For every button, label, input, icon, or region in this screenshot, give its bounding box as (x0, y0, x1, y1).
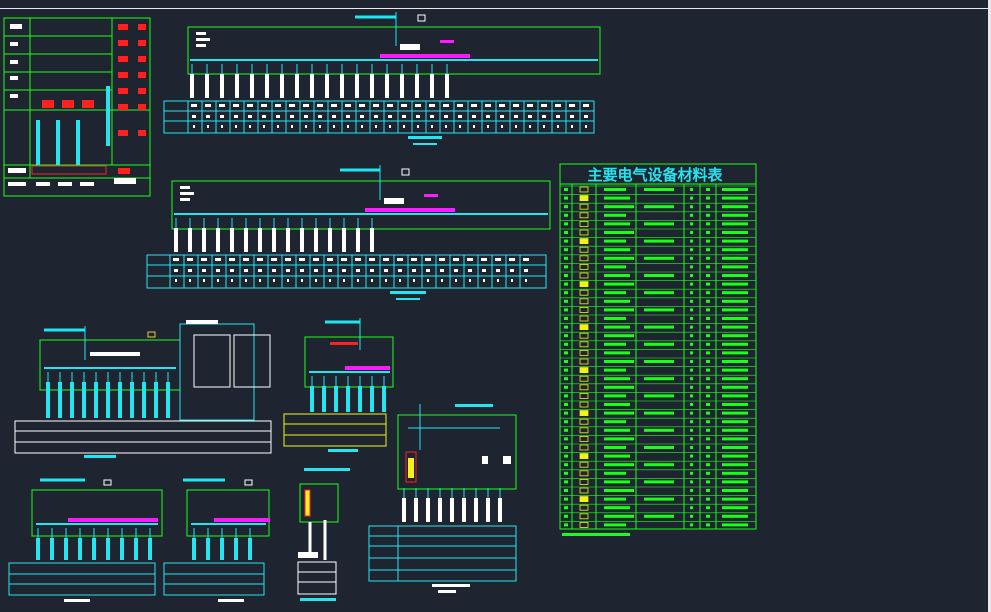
distribution-board-1 (187, 12, 601, 75)
mid-small-feeders (310, 376, 386, 412)
materials-table: 主要电气设备材料表 (559, 163, 757, 536)
viewport-right-border (988, 0, 991, 612)
main-incoming-panel (368, 404, 517, 593)
board-2-feeders (174, 218, 374, 252)
bottom-left-board-b (163, 478, 270, 602)
bottom-feeders (36, 528, 252, 560)
board-1-feeders (190, 64, 449, 98)
top-left-panel-fills (8, 24, 136, 186)
board-1-caption (408, 136, 442, 145)
board-1-schedule-table (163, 100, 595, 134)
mid-small-board (283, 318, 394, 452)
bottom-left-board-a (8, 478, 163, 602)
board-1-table-columns (187, 101, 589, 133)
meter-box (297, 468, 350, 601)
materials-table-rows (560, 185, 756, 528)
board-2-schedule-table (146, 254, 547, 289)
distribution-board-2 (171, 165, 551, 230)
top-left-breaker-column (118, 24, 146, 136)
board-2-caption (390, 291, 426, 300)
mid-left-feeders (46, 372, 170, 418)
viewport-top-border (0, 8, 991, 9)
materials-table-title: 主要电气设备材料表 (587, 166, 723, 184)
main-panel-feeders (402, 488, 502, 522)
board-2-table-columns (169, 255, 529, 288)
